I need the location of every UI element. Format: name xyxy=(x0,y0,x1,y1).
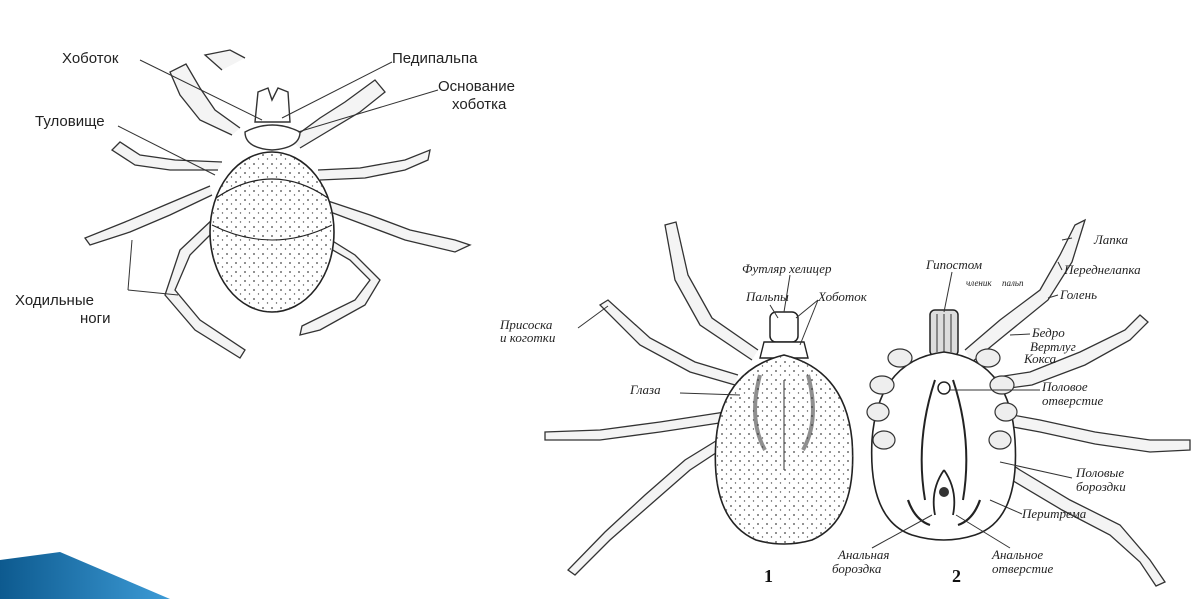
label-peritreme: Перитрема xyxy=(1022,507,1086,521)
label-tibia: Голень xyxy=(1060,288,1097,302)
label-genital-grooves-line1: Половые xyxy=(1076,466,1124,480)
label-walking-legs-line2: ноги xyxy=(80,310,110,327)
label-palp-segment-line2: пальп xyxy=(1002,276,1024,290)
label-proboscis-base-line1: Основание xyxy=(438,78,515,95)
label-anal-opening-line2: отверстие xyxy=(992,562,1053,576)
label-anal-groove-line1: Анальная xyxy=(838,548,889,562)
corner-accent-shape xyxy=(0,552,170,599)
left-tick-drawing xyxy=(85,50,470,358)
label-chelicera-case: Футляр хелицер xyxy=(742,262,832,276)
figure-number-2: 2 xyxy=(952,566,961,587)
figure-number-1: 1 xyxy=(764,566,773,587)
label-anal-groove-line2: бороздка xyxy=(832,562,881,576)
label-pedipalp: Педипальпа xyxy=(392,50,477,67)
label-genital-grooves-line2: бороздки xyxy=(1076,480,1126,494)
label-proboscis-base-line2: хоботка xyxy=(452,96,506,113)
label-coxa: Кокса xyxy=(1024,352,1056,366)
label-proboscis: Хоботок xyxy=(62,50,118,67)
label-body: Туловище xyxy=(35,113,105,130)
label-proboscis-right: Хоботок xyxy=(818,290,867,304)
label-hypostome: Гипостом xyxy=(926,258,982,272)
label-genital-opening-line2: отверстие xyxy=(1042,394,1103,408)
label-eyes: Глаза xyxy=(630,383,661,397)
label-femur: Бедро xyxy=(1032,326,1065,340)
label-tarsus: Лапка xyxy=(1094,233,1128,247)
label-genital-opening-line1: Половое xyxy=(1042,380,1088,394)
label-palp-segment-line1: членик xyxy=(966,276,992,290)
label-anal-opening-line1: Анальное xyxy=(992,548,1043,562)
ventral-tick-drawing xyxy=(867,220,1190,586)
label-pretarsus: Переднелапка xyxy=(1064,263,1141,277)
label-walking-legs-line1: Ходильные xyxy=(15,292,94,309)
label-sucker-line2: и коготки xyxy=(500,331,555,345)
label-palps: Пальпы xyxy=(746,290,789,304)
